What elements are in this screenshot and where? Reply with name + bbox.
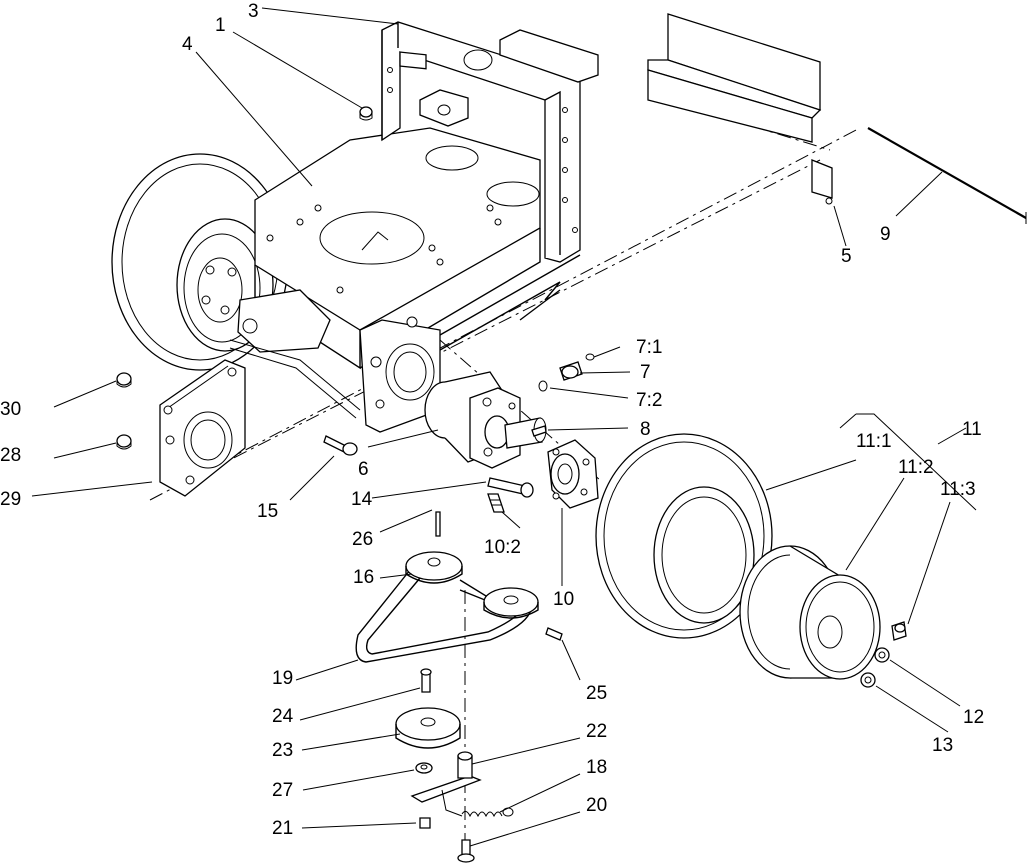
callout-7: 7: [640, 362, 651, 383]
pulley-idler: [483, 587, 539, 619]
callout-11: 11: [962, 419, 982, 440]
callout-4: 4: [182, 34, 193, 55]
callout-25: 25: [586, 683, 608, 704]
hydro-motor: [424, 371, 547, 469]
washer-27: [415, 762, 433, 774]
leader-lines: [31, 7, 977, 847]
bolt-15: [323, 435, 358, 456]
callout-7-2: 7:2: [636, 390, 663, 411]
callout-9: 9: [880, 224, 891, 245]
key-26: [435, 511, 441, 537]
callout-1: 1: [215, 15, 226, 36]
hydraulic-fitting-7: [559, 361, 583, 381]
callout-5: 5: [841, 246, 852, 267]
callout-18: 18: [586, 757, 608, 778]
o-ring-7-2: [538, 380, 548, 392]
callout-23: 23: [272, 740, 294, 761]
callout-15: 15: [257, 501, 279, 522]
wheel-stud-10-2: [487, 493, 505, 513]
woodruff-key-8: [531, 425, 547, 437]
callout-26: 26: [352, 529, 374, 550]
nut-30: [116, 372, 132, 388]
callout-16: 16: [353, 567, 375, 588]
callout-14: 14: [351, 489, 373, 510]
callout-12: 12: [963, 707, 985, 728]
callout-30: 30: [0, 399, 22, 420]
callout-19: 19: [272, 668, 294, 689]
valve-stem: [891, 621, 907, 641]
callout-20: 20: [586, 795, 608, 816]
bolt-14: [487, 477, 534, 498]
callout-6: 6: [358, 459, 369, 480]
callout-7-1: 7:1: [636, 337, 663, 358]
callout-8: 8: [640, 419, 651, 440]
wheel-hub: [547, 439, 599, 509]
callout-29: 29: [0, 489, 22, 510]
o-ring-7-1: [585, 353, 595, 361]
bolt-21: [419, 817, 431, 829]
idler-arm-bracket: [410, 751, 482, 817]
tire: [595, 433, 773, 639]
callout-3: 3: [248, 1, 259, 22]
main-frame: [229, 21, 599, 433]
callout-24: 24: [272, 706, 294, 727]
stud-25: [545, 627, 563, 641]
lug-nut-13: [860, 672, 876, 688]
control-rod: [867, 127, 1027, 224]
pivot-pin-20: [457, 839, 475, 863]
callout-13: 13: [932, 735, 954, 756]
motor-mount-plate: [159, 359, 246, 497]
lug-nut-12: [874, 647, 890, 663]
nut-28: [116, 434, 132, 450]
callout-27: 27: [272, 780, 294, 801]
callout-10: 10: [553, 589, 575, 610]
wheel-rim: [739, 545, 881, 680]
callout-10-2: 10:2: [484, 537, 521, 558]
callout-28: 28: [0, 445, 22, 466]
callout-11-1: 11:1: [856, 431, 892, 452]
bolt-24: [420, 668, 432, 693]
callout-21: 21: [272, 818, 294, 839]
callout-11-2: 11:2: [898, 457, 934, 478]
rear-guard-panel: [647, 13, 833, 205]
pulley-16: [405, 551, 463, 584]
nut-1: [359, 106, 373, 121]
callout-22: 22: [586, 721, 608, 742]
callout-11-3: 11:3: [940, 479, 976, 500]
idler-pulley-23: [395, 707, 461, 749]
